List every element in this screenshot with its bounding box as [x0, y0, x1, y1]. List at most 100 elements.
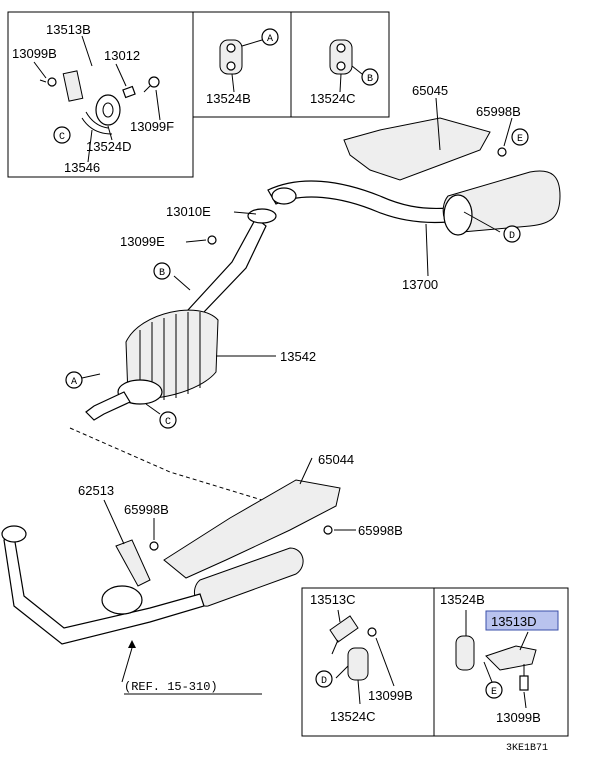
leader-callout-C-mid [145, 403, 161, 415]
label-13524B-top: 13524B [206, 91, 251, 106]
callout-D-mid: D [503, 225, 521, 243]
label-13513D: 13513D [491, 614, 537, 629]
leader-13099E [185, 239, 207, 243]
hanger-bracket-13513C-drawing [329, 615, 377, 681]
leader-13099B-br2 [523, 691, 527, 709]
callout-A-top: A [261, 28, 279, 46]
front-pipe-drawing [85, 391, 131, 421]
label-13513C: 13513C [310, 592, 356, 607]
bolt-13099E-drawing [207, 235, 217, 245]
svg-text:C: C [165, 417, 171, 428]
leader-13546 [87, 129, 93, 163]
leader-callout-D-br [335, 665, 349, 679]
label-65044: 65044 [318, 452, 354, 467]
leader-callout-E-br [483, 661, 493, 683]
label-13524C-top: 13524C [310, 91, 356, 106]
leader-13099B-tl [33, 61, 47, 79]
leader-reference [121, 647, 133, 683]
label-13542: 13542 [280, 349, 316, 364]
svg-text:A: A [267, 34, 273, 45]
leader-13513B [81, 35, 93, 67]
bolt-65998B-right-drawing [323, 525, 333, 535]
svg-text:C: C [59, 132, 65, 143]
callout-E-top: E [511, 128, 529, 146]
leader-callout-A-top [241, 39, 263, 47]
label-reference: (REF. 15-310) [124, 680, 218, 694]
label-13099B-tl: 13099B [12, 46, 57, 61]
svg-text:D: D [509, 231, 515, 242]
label-13099F: 13099F [130, 119, 174, 134]
diagram-code: 3KE1B71 [506, 743, 548, 754]
rubber-hanger-13524C-drawing [329, 39, 353, 75]
label-13099B-br2: 13099B [496, 710, 541, 725]
svg-text:E: E [517, 134, 523, 145]
bolt-65998B-top-drawing [497, 147, 507, 157]
label-65998B-top: 65998B [476, 104, 521, 119]
label-13546: 13546 [64, 160, 100, 175]
callout-B-top: B [361, 68, 379, 86]
rubber-hanger-13524B-drawing [219, 39, 243, 75]
leader-callout-A-mid [81, 373, 101, 379]
bracket-62513-drawing [115, 539, 151, 587]
center-pipe-drawing [178, 217, 267, 325]
svg-text:A: A [71, 377, 77, 388]
svg-text:B: B [367, 74, 373, 85]
callout-D-br: D [315, 670, 333, 688]
label-13099E: 13099E [120, 234, 165, 249]
leader-13099F [155, 89, 161, 121]
dashed-connection [69, 427, 263, 501]
label-13513B: 13513B [46, 22, 91, 37]
inset-box-hanger-bracket-d [433, 587, 569, 737]
leader-13524C-top [339, 73, 342, 93]
bolt-65998B-mid-drawing [149, 541, 159, 551]
tail-pipe-13700-drawing [267, 180, 449, 224]
catalytic-converter-drawing [193, 547, 304, 607]
leader-13010E [233, 211, 257, 215]
leader-13513D [519, 631, 529, 651]
label-65045: 65045 [412, 83, 448, 98]
leader-13012 [115, 63, 127, 87]
label-65998B-right: 65998B [358, 523, 403, 538]
callout-E-br: E [485, 681, 503, 699]
callout-B-mid: B [153, 262, 171, 280]
label-13700: 13700 [402, 277, 438, 292]
label-13010E: 13010E [166, 204, 211, 219]
front-pipe-flange-drawing [1, 525, 27, 543]
leader-13099B-br1 [375, 637, 395, 687]
label-13099B-br1: 13099B [368, 688, 413, 703]
leader-13513C [337, 609, 341, 623]
front-exhaust-pipe-drawing [3, 535, 205, 645]
heat-protector-65045-drawing [343, 117, 491, 181]
svg-text:E: E [491, 687, 497, 698]
svg-text:D: D [321, 676, 327, 687]
inset-box-hanger-13524C [290, 11, 390, 118]
callout-C-top: C [53, 126, 71, 144]
leader-65998B-top [503, 117, 513, 147]
hanger-assembly-drawing [39, 70, 160, 135]
label-62513: 62513 [78, 483, 114, 498]
leader-callout-B-top [351, 65, 363, 75]
heat-protector-65044-drawing [163, 479, 341, 579]
leader-65044 [299, 457, 313, 485]
svg-text:B: B [159, 268, 165, 279]
leader-callout-D [463, 211, 501, 233]
callout-A-mid: A [65, 371, 83, 389]
leader-62513 [103, 499, 125, 545]
leader-65045 [435, 97, 441, 151]
flange-13010E-lower-drawing [247, 208, 277, 224]
leader-13524B-top [231, 73, 235, 93]
flange-13010E-drawing [271, 187, 297, 205]
label-13524C-br: 13524C [330, 709, 376, 724]
leader-13524D [107, 125, 113, 141]
highlight-13513D [485, 610, 559, 631]
label-13524D: 13524D [86, 139, 132, 154]
callout-C-mid: C [159, 411, 177, 429]
leader-13524C-br [357, 679, 361, 705]
leader-callout-B-mid [173, 275, 191, 291]
label-65998B-mid: 65998B [124, 502, 169, 517]
hanger-bracket-13513D-drawing [455, 635, 537, 691]
leader-13700 [425, 223, 429, 277]
label-13524B-br: 13524B [440, 592, 485, 607]
label-13012: 13012 [104, 48, 140, 63]
